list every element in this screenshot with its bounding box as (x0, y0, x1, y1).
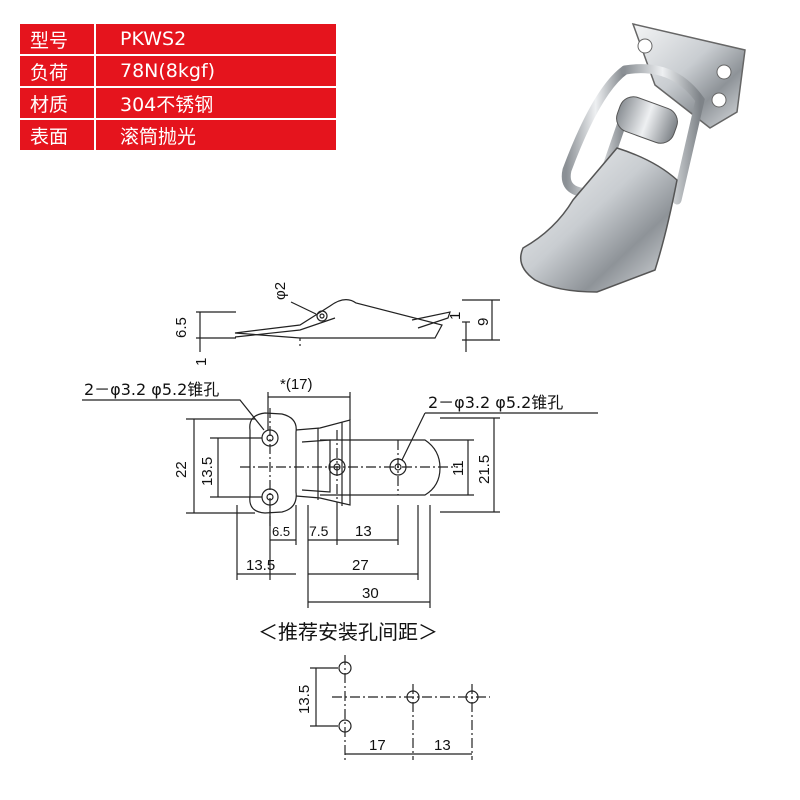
spec-value: 78N(8kgf) (94, 54, 338, 88)
spec-key: 型号 (18, 22, 96, 56)
spec-value: PKWS2 (94, 22, 338, 56)
dim-6-5-top: 6.5 (272, 524, 290, 539)
hole-note-left: 2－φ3.2 φ5.2锥孔 (84, 380, 219, 399)
spec-row: 型号 PKWS2 (18, 22, 338, 56)
hole-note-right: 2－φ3.2 φ5.2锥孔 (428, 393, 563, 412)
dim-30: 30 (362, 585, 379, 602)
spec-key: 材质 (18, 86, 96, 120)
spec-value: 304不锈钢 (94, 86, 338, 120)
dim-13-5-horizontal: 13.5 (246, 557, 275, 574)
dim-21-5: 21.5 (476, 455, 493, 484)
spec-table: 型号 PKWS2 负荷 78N(8kgf) 材质 304不锈钢 表面 滚筒抛光 (18, 22, 338, 152)
dim-27: 27 (352, 557, 369, 574)
dim-9: 9 (475, 318, 492, 326)
spec-key: 表面 (18, 118, 96, 152)
dim-1-left: 1 (193, 358, 210, 366)
dim-17-top: *(17) (280, 376, 313, 393)
product-photo (520, 22, 746, 293)
dim-phi2: φ2 (272, 282, 289, 300)
spec-value: 滚筒抛光 (94, 118, 338, 152)
dim-13-5-vertical: 13.5 (199, 457, 216, 486)
dim-22: 22 (173, 461, 190, 478)
spec-row: 负荷 78N(8kgf) (18, 54, 338, 88)
dim-17-mount: 17 (369, 737, 386, 754)
spec-row: 材质 304不锈钢 (18, 86, 338, 120)
top-view (82, 392, 598, 608)
mounting-title: ＜推荐安装孔间距＞ (258, 620, 438, 644)
latch-base-plate (631, 22, 746, 129)
spec-key: 负荷 (18, 54, 96, 88)
dim-13-mount: 13 (434, 737, 451, 754)
side-view (196, 299, 500, 352)
dim-13-top: 13 (355, 523, 372, 540)
dim-13-5-mount: 13.5 (296, 685, 313, 714)
dim-6-5-side: 6.5 (173, 317, 190, 338)
latch-lever (520, 96, 678, 293)
dim-1-right: 1 (447, 312, 464, 320)
dim-7-5: 7.5 (309, 523, 329, 539)
dim-11: 11 (450, 460, 467, 476)
spec-row: 表面 滚筒抛光 (18, 118, 338, 152)
mounting-layout (310, 655, 490, 760)
